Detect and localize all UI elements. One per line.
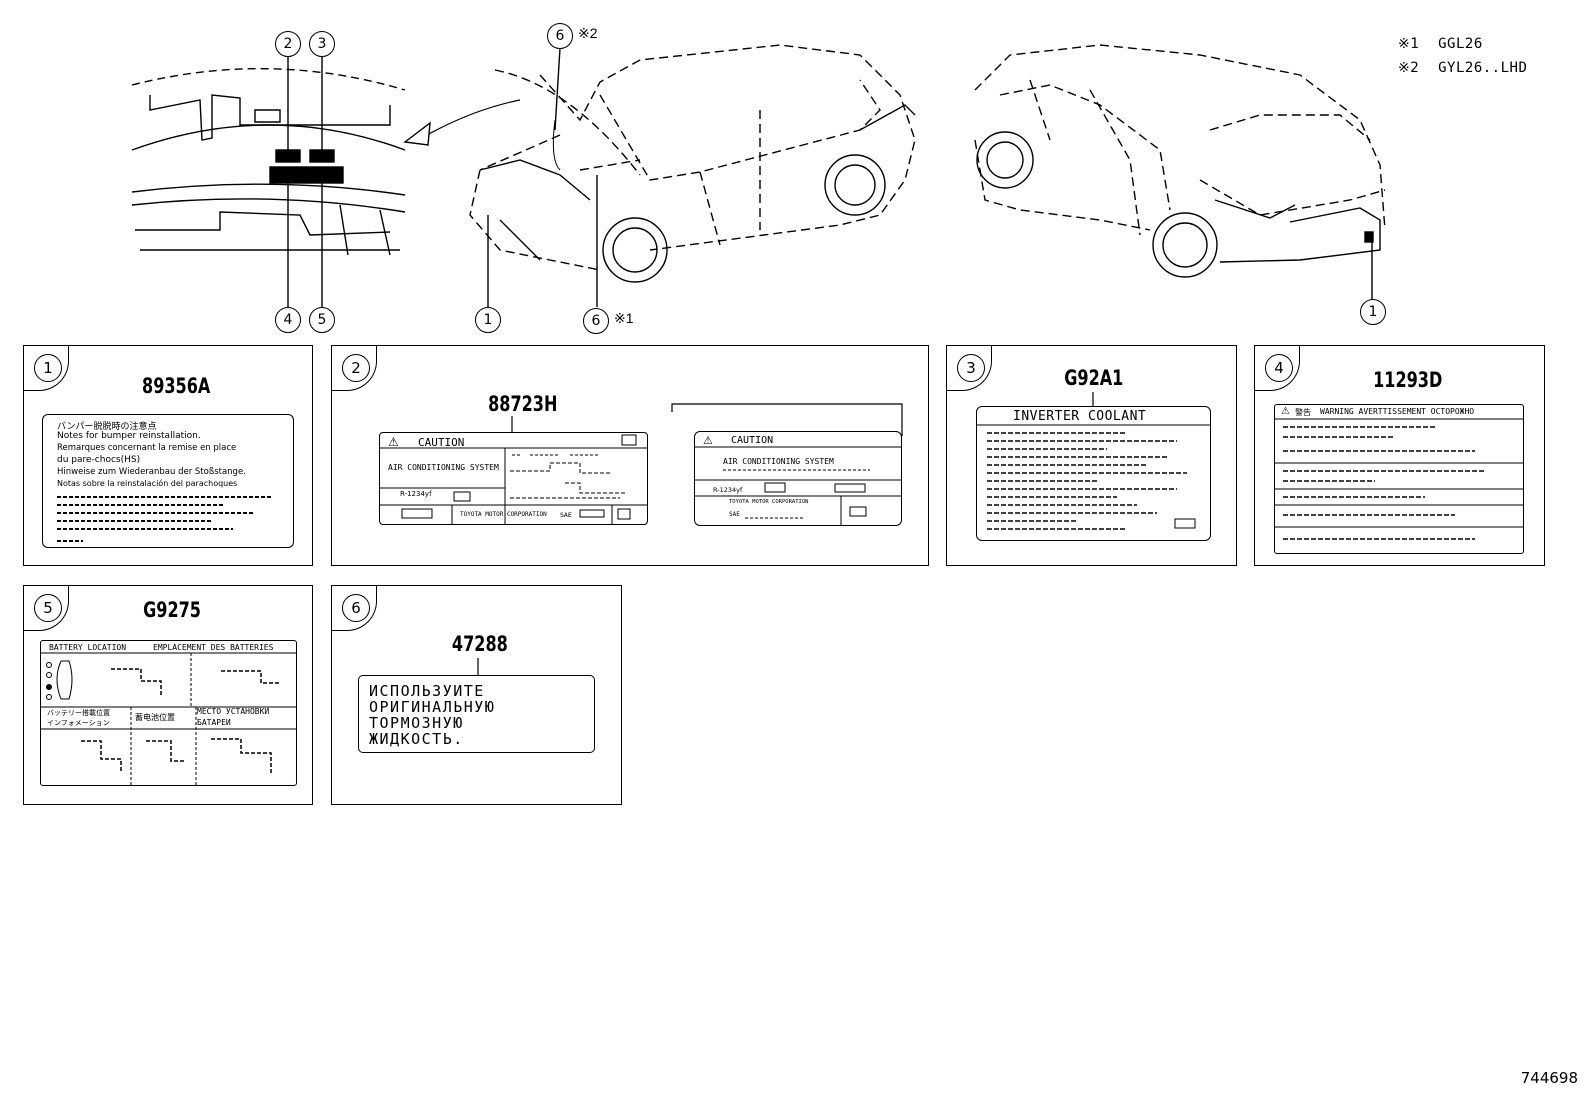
footnote-1-text: GGL26 <box>1438 36 1483 52</box>
label-1-line-5: Hinweise zum Wiederanbau der Stoßstange. <box>57 467 246 477</box>
label-6-line-1: ИСПОЛЬЗУИТЕ <box>369 682 485 700</box>
footnote-1: ※1 GGL26 <box>1398 36 1483 52</box>
label-88723H-b: ⚠ CAUTION AIR CONDITIONING SYSTEM R-1234… <box>694 431 902 526</box>
label-4-jp: 警告 <box>1295 408 1311 417</box>
callout-6-bottom: 6 <box>583 308 609 334</box>
label-11293D: ⚠ 警告 WARNING AVERTTISSEMENT ОСТОРОЖНО <box>1274 404 1524 554</box>
label-G9275: BATTERY LOCATION EMPLACEMENT DES BATTERI… <box>40 640 297 786</box>
label-5-row2-c2: БАТАРЕИ <box>197 718 231 727</box>
rear-car-outline <box>974 44 1386 236</box>
label-2b-sae: SAE <box>729 511 740 518</box>
label-5-row1-left: BATTERY LOCATION <box>49 643 127 652</box>
label-4-title: WARNING AVERTTISSEMENT ОСТОРОЖНО <box>1320 407 1475 416</box>
callout-6-top-note: ※2 <box>578 25 598 41</box>
callout-2: 2 <box>275 31 301 57</box>
label-6-line-4: ЖИДКОСТЬ. <box>369 730 464 748</box>
footnote-2-text: GYL26..LHD <box>1438 60 1528 76</box>
panel-2-part-code: 88723H <box>488 392 558 416</box>
label-5-row2-a: バッテリー搭載位置 <box>47 709 110 717</box>
label-6-line-3: ТОРМОЗНУЮ <box>369 714 464 732</box>
callout-1-front: 1 <box>475 307 501 333</box>
label-89356A: バンパー脱脱時の注意点 Notes for bumper reinstallat… <box>42 414 294 548</box>
panel-2-number: 2 <box>342 354 370 382</box>
label-2b-system: AIR CONDITIONING SYSTEM <box>723 457 834 466</box>
callout-5: 5 <box>309 307 335 333</box>
label-2a-maker: TOYOTA MOTOR CORPORATION <box>460 511 547 518</box>
footnote-2: ※2 GYL26..LHD <box>1398 60 1527 76</box>
label-2a-sae: SAE <box>560 511 572 519</box>
label-G92A1: INVERTER COOLANT <box>976 406 1211 541</box>
label-3-title: INVERTER COOLANT <box>1013 409 1147 424</box>
label-1-line-6: Notas sobre la reinstalación del paracho… <box>57 479 238 488</box>
footnote-2-mark: ※2 <box>1398 60 1420 76</box>
callout-4: 4 <box>275 307 301 333</box>
panel-4-number: 4 <box>1265 354 1293 382</box>
panel-6: 6 47288 ИСПОЛЬЗУИТЕ ОРИГИНАЛЬНУЮ ТОРМОЗН… <box>331 585 622 805</box>
panel-6-number: 6 <box>342 594 370 622</box>
label-5-row1-right: EMPLACEMENT DES BATTERIES <box>153 643 274 652</box>
label-4-filler <box>1275 418 1523 540</box>
panel-3-part-code: G92A1 <box>1064 366 1124 390</box>
panel-3: 3 G92A1 INVERTER COOLANT <box>946 345 1237 566</box>
label-5-row2-c: МЕСТО УСТАНОВКИ <box>197 707 270 716</box>
label-47288: ИСПОЛЬЗУИТЕ ОРИГИНАЛЬНУЮ ТОРМОЗНУЮ ЖИДКО… <box>358 675 595 753</box>
label-1-line-3: Remarques concernant la remise en place <box>57 443 237 453</box>
label-2b-refrigerant: R-1234yf <box>713 486 743 494</box>
label-5-row2-a2: インフォメーション <box>47 719 110 727</box>
label-1-line-4: du pare-chocs(HS) <box>57 455 141 465</box>
label-5-row2-b: 蓄电池位置 <box>135 713 175 722</box>
label-2a-system: AIR CONDITIONING SYSTEM <box>388 463 499 472</box>
document-id: 744698 <box>1520 1069 1578 1087</box>
label-2b-frame <box>695 446 901 525</box>
panel-5: 5 G9275 BATTERY LOCATION EMPLACEMENT DES… <box>23 585 313 805</box>
panel-4-part-code: 11293D <box>1373 368 1443 392</box>
panel-6-part-code: 47288 <box>451 632 508 656</box>
panel-2: 2 88723H ⚠ CAUTION AIR CONDITIONING SYST… <box>331 345 929 566</box>
label-2b-caution: CAUTION <box>731 435 774 446</box>
label-6-line-2: ОРИГИНАЛЬНУЮ <box>369 698 496 716</box>
front-car-outline <box>469 44 916 271</box>
warning-triangle-icon: ⚠ <box>703 434 713 447</box>
panel-3-number: 3 <box>957 354 985 382</box>
callout-6-top: 6 <box>547 23 573 49</box>
panel-4: 4 11293D ⚠ 警告 WARNING AVERTTISSEMENT ОСТ… <box>1254 345 1545 566</box>
label-3-filler <box>977 424 1210 530</box>
vehicle-illustrations <box>131 44 1386 307</box>
label-2a-caution: CAUTION <box>418 436 465 449</box>
warning-triangle-icon: ⚠ <box>388 435 399 449</box>
warning-triangle-icon: ⚠ <box>1281 406 1290 417</box>
label-88723H-a: ⚠ CAUTION AIR CONDITIONING SYSTEM R-1234… <box>379 432 648 525</box>
callout-3: 3 <box>309 31 335 57</box>
panel-5-number: 5 <box>34 594 62 622</box>
hood-underside-detail <box>131 55 521 307</box>
panel-1-number: 1 <box>34 354 62 382</box>
label-2a-refrigerant: R-1234yf <box>400 490 432 498</box>
label-1-line-2: Notes for bumper reinstallation. <box>57 431 201 441</box>
panel-1: 1 89356A バンパー脱脱時の注意点 Notes for bumper re… <box>23 345 313 566</box>
footnote-1-mark: ※1 <box>1398 36 1420 52</box>
label-1-line-1: バンパー脱脱時の注意点 <box>57 422 157 432</box>
panel-1-part-code: 89356A <box>142 374 211 398</box>
callout-1-rear: 1 <box>1360 299 1386 325</box>
rear-car-solid <box>976 131 1381 300</box>
label-2b-maker: TOYOTA MOTOR CORPORATION <box>729 499 809 505</box>
front-car-solid <box>479 47 916 307</box>
panel-5-part-code: G9275 <box>143 598 201 622</box>
callout-6-bottom-note: ※1 <box>614 310 634 326</box>
